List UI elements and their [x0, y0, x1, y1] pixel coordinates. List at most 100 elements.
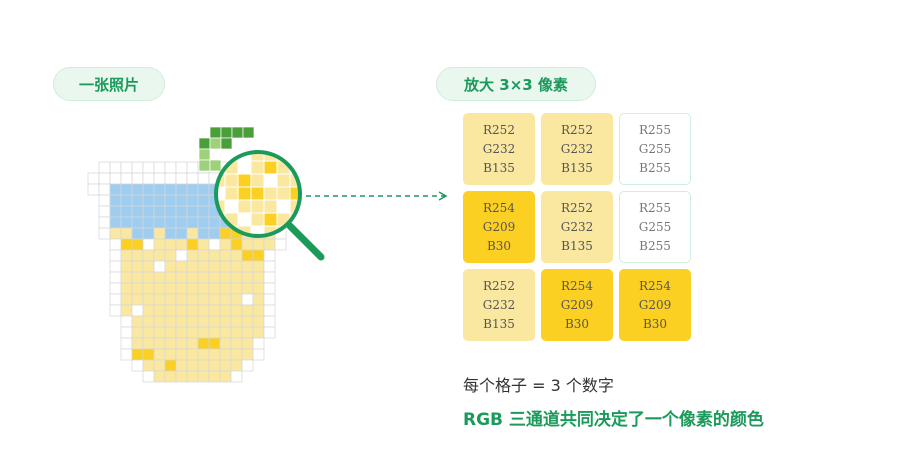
pixel	[120, 304, 133, 317]
pixel	[153, 227, 166, 240]
pixel	[230, 249, 243, 262]
pixel	[120, 161, 133, 174]
pixel	[175, 359, 188, 372]
pixel	[186, 249, 199, 262]
pixel	[208, 271, 221, 284]
pixel	[175, 183, 188, 196]
pixel	[231, 126, 244, 139]
pixel	[142, 293, 155, 306]
pixel	[186, 183, 199, 196]
magnified-pixel	[224, 173, 239, 188]
pixel	[164, 348, 177, 361]
pixel	[263, 326, 276, 339]
pixel	[209, 126, 222, 139]
pixel	[263, 271, 276, 284]
green-value: G209	[560, 297, 594, 312]
red-value: R254	[561, 278, 593, 293]
pixel	[252, 293, 265, 306]
magnified-pixel	[250, 186, 265, 201]
pixel	[153, 370, 166, 383]
pixel	[164, 172, 177, 185]
pixel	[142, 304, 155, 317]
pixel-straw	[198, 126, 255, 172]
pixel	[230, 337, 243, 350]
pixel	[186, 359, 199, 372]
pixel	[164, 370, 177, 383]
pixel	[98, 161, 111, 174]
pixel	[230, 370, 243, 383]
magnified-pixel	[276, 186, 291, 201]
pixel	[131, 172, 144, 185]
pixel	[120, 172, 133, 185]
pixel	[230, 348, 243, 361]
pixel	[197, 326, 210, 339]
pixel	[131, 304, 144, 317]
pixel	[142, 337, 155, 350]
pixel	[241, 271, 254, 284]
pixel	[230, 315, 243, 328]
pixel	[219, 271, 232, 284]
pixel	[219, 370, 232, 383]
pixel	[153, 337, 166, 350]
blue-value: B135	[483, 316, 515, 331]
magnified-pixel	[263, 160, 278, 175]
pixel	[230, 304, 243, 317]
pixel	[142, 238, 155, 251]
pixel	[175, 249, 188, 262]
pixel	[186, 216, 199, 229]
pixel	[219, 293, 232, 306]
pixel	[164, 271, 177, 284]
pixel	[109, 293, 122, 306]
pixel	[197, 337, 210, 350]
red-value: R254	[639, 278, 671, 293]
pixel	[164, 282, 177, 295]
pixel	[197, 348, 210, 361]
pixel	[197, 359, 210, 372]
pixel	[153, 172, 166, 185]
pixel	[241, 315, 254, 328]
pixel	[109, 161, 122, 174]
pixel	[164, 238, 177, 251]
pixel	[109, 260, 122, 273]
red-value: R252	[483, 278, 515, 293]
pixel	[186, 315, 199, 328]
pixel	[197, 304, 210, 317]
pixel	[153, 216, 166, 229]
pixel	[120, 194, 133, 207]
pixel	[131, 194, 144, 207]
green-value: G232	[560, 219, 594, 234]
pixel	[219, 348, 232, 361]
pixel	[197, 293, 210, 306]
pixel	[241, 304, 254, 317]
pixel	[274, 238, 287, 251]
pixel	[142, 260, 155, 273]
photo-label: 一张照片	[53, 67, 165, 101]
green-value: G232	[482, 297, 516, 312]
pixel	[175, 194, 188, 207]
pixel	[109, 194, 122, 207]
pixel	[142, 348, 155, 361]
pixel	[175, 227, 188, 240]
pixel	[175, 337, 188, 350]
pixel	[131, 227, 144, 240]
pixel	[208, 260, 221, 273]
pixel	[131, 271, 144, 284]
pixel	[98, 227, 111, 240]
pixel	[186, 238, 199, 251]
pixel	[109, 271, 122, 284]
magnified-pixel	[224, 199, 239, 214]
pixel	[186, 348, 199, 361]
pixel	[230, 260, 243, 273]
green-value: G232	[482, 141, 516, 156]
pixel	[131, 326, 144, 339]
pixel	[208, 315, 221, 328]
pixel	[242, 126, 255, 139]
pixel	[142, 359, 155, 372]
pixel	[120, 205, 133, 218]
pixel	[175, 271, 188, 284]
pixel	[153, 315, 166, 328]
